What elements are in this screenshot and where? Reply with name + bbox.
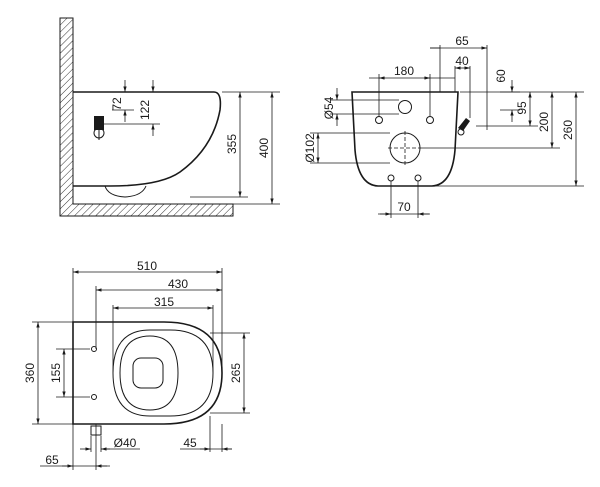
dim-265: 265	[229, 363, 243, 383]
bottom-hole-left	[387, 174, 395, 182]
dim-65-top: 65	[455, 34, 469, 48]
dim-60: 60	[494, 69, 508, 83]
dim-95: 95	[515, 101, 529, 115]
dim-430: 430	[168, 277, 188, 291]
dim-diam-40: Ø40	[114, 436, 137, 450]
dim-315: 315	[154, 295, 174, 309]
dim-diam-102: Ø102	[303, 133, 317, 163]
dim-122: 122	[138, 100, 152, 120]
bowl-opening	[119, 335, 179, 411]
dim-360: 360	[23, 363, 37, 383]
fixing-point-upper	[91, 346, 97, 352]
dim-40: 40	[455, 54, 469, 68]
fixing-point-lower	[91, 394, 97, 400]
inlet-pipe	[94, 116, 104, 130]
fixing-hole-right	[426, 116, 434, 124]
dim-70: 70	[397, 200, 411, 214]
dim-65-bottom: 65	[45, 453, 59, 467]
bottom-hole-right	[414, 174, 422, 182]
drain-opening	[132, 357, 164, 389]
dim-180: 180	[394, 64, 414, 78]
dim-355: 355	[225, 134, 239, 154]
dim-510: 510	[137, 259, 157, 273]
seat-inner	[112, 329, 214, 417]
dim-72: 72	[110, 97, 124, 111]
dim-diam-54: Ø54	[322, 96, 336, 119]
bowl-outline	[73, 91, 222, 187]
outlet-shape	[104, 185, 147, 198]
dim-400: 400	[257, 138, 271, 158]
inlet-opening	[398, 100, 412, 114]
rear-view: 65 40 180 60 95 200 260	[303, 34, 584, 218]
dim-45: 45	[183, 436, 197, 450]
dim-260: 260	[561, 120, 575, 140]
side-view: 72 122 355 400	[59, 17, 280, 217]
top-outline	[72, 321, 223, 425]
top-view: 510 430 315 360 155 265 Ø40	[23, 259, 250, 470]
dim-155: 155	[49, 363, 63, 383]
side-valve	[458, 118, 470, 131]
fixing-hole-left	[375, 116, 383, 124]
dim-200: 200	[537, 112, 551, 132]
